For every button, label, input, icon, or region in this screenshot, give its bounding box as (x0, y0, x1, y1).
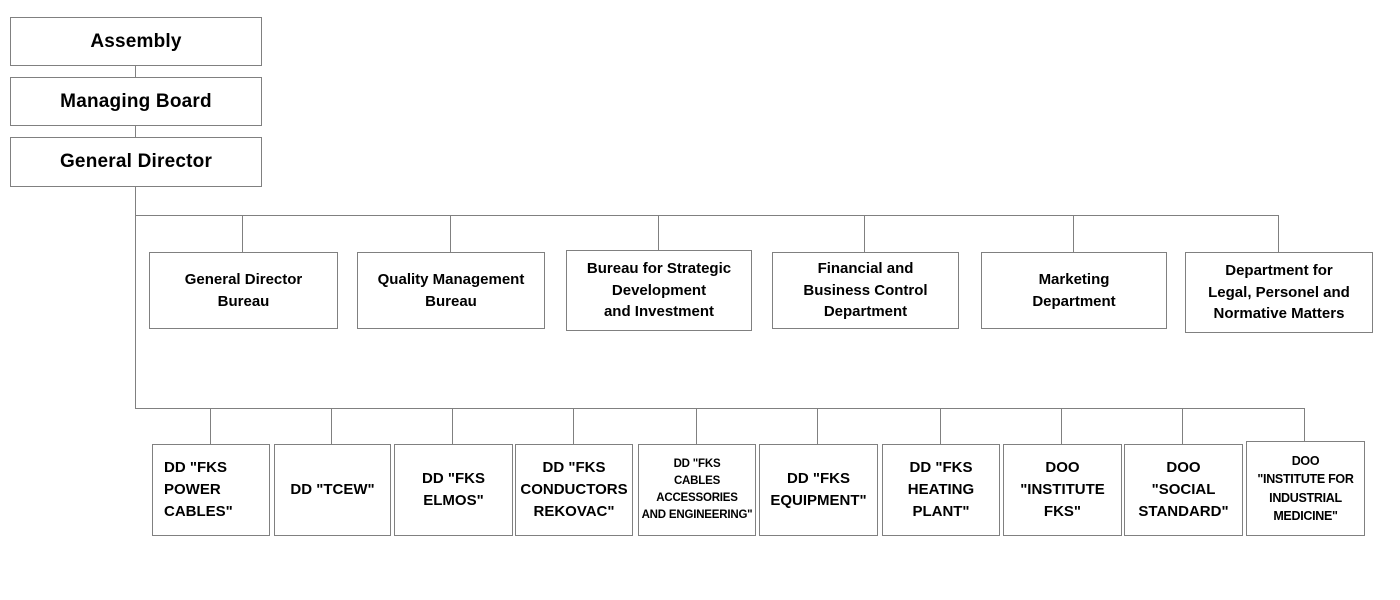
box-financial-business-control: Financial and Business Control Departmen… (772, 252, 959, 329)
box-dd-tcew: DD "TCEW" (274, 444, 391, 536)
connector-drop-line (452, 408, 453, 444)
box-bureau-strategic-development: Bureau for Strategic Development and Inv… (566, 250, 752, 331)
connector-drop-line (940, 408, 941, 444)
box-quality-management-bureau: Quality Management Bureau (357, 252, 545, 329)
connector-drop-line (210, 408, 211, 444)
connector-drop-line (864, 215, 865, 252)
box-general-director-bureau: General Director Bureau (149, 252, 338, 329)
box-dd-fks-elmos: DD "FKS ELMOS" (394, 444, 513, 536)
box-dd-fks-heating-plant: DD "FKS HEATING PLANT" (882, 444, 1000, 536)
box-doo-institute-fks: DOO "INSTITUTE FKS" (1003, 444, 1122, 536)
connector-drop-line (242, 215, 243, 252)
connector-drop-line (1061, 408, 1062, 444)
connector-branch-line-bottom (135, 408, 1305, 409)
connector-drop-line (1278, 215, 1279, 252)
box-dd-fks-cables-accessories: DD "FKS CABLES ACCESSORIES AND ENGINEERI… (638, 444, 756, 536)
box-managing-board: Managing Board (10, 77, 262, 126)
box-department-legal-personel: Department for Legal, Personel and Norma… (1185, 252, 1373, 333)
connector-drop-line (658, 215, 659, 252)
connector-drop-line (573, 408, 574, 444)
connector-trunk-line (135, 187, 136, 408)
connector-drop-line (450, 215, 451, 252)
box-doo-institute-industrial-medicine: DOO "INSTITUTE FOR INDUSTRIAL MEDICINE" (1246, 441, 1365, 536)
box-assembly: Assembly (10, 17, 262, 66)
connector-drop-line (817, 408, 818, 444)
connector-drop-line (1304, 408, 1305, 444)
box-marketing-department: Marketing Department (981, 252, 1167, 329)
connector-drop-line (1073, 215, 1074, 252)
connector-drop-line (696, 408, 697, 444)
box-general-director: General Director (10, 137, 262, 187)
connector-assembly-board (135, 66, 136, 77)
box-dd-fks-equipment: DD "FKS EQUIPMENT" (759, 444, 878, 536)
box-doo-social-standard: DOO "SOCIAL STANDARD" (1124, 444, 1243, 536)
box-dd-fks-power-cables: DD "FKS POWER CABLES" (152, 444, 270, 536)
connector-board-director (135, 126, 136, 137)
box-dd-fks-conductors-rekovac: DD "FKS CONDUCTORS REKOVAC" (515, 444, 633, 536)
connector-branch-line-middle (135, 215, 1279, 216)
connector-drop-line (1182, 408, 1183, 444)
connector-drop-line (331, 408, 332, 444)
